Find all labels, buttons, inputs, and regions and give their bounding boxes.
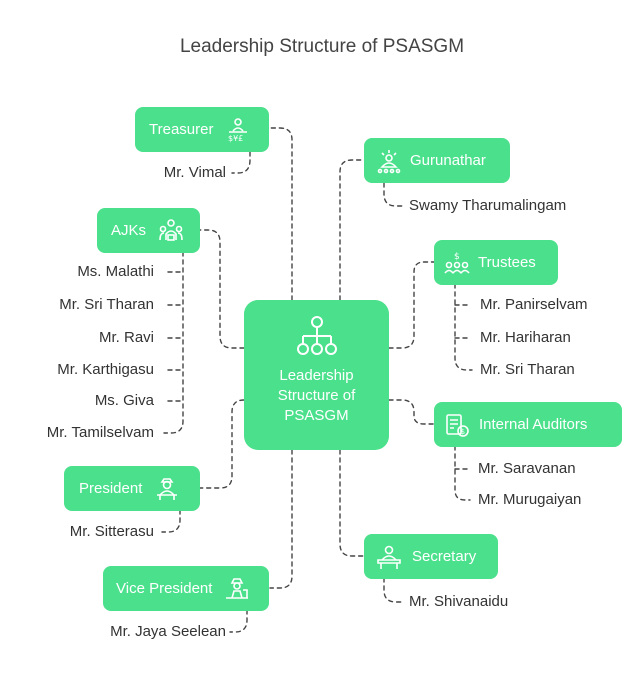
internal-auditors-member-2: Mr. Murugaiyan (478, 491, 582, 508)
trustees-member-1: Mr. Panirselvam (480, 296, 588, 313)
vice-president-icon (226, 577, 249, 599)
vice-president-member-1: Mr. Jaya Seelean (110, 623, 226, 640)
gurunathar-member-1: Swamy Tharumalingam (409, 197, 567, 214)
trustees-member-2: Mr. Hariharan (480, 329, 571, 346)
guru-icon (377, 149, 401, 173)
secretary-label: Secretary (412, 548, 477, 565)
gurunathar-label: Gurunathar (410, 152, 486, 169)
center-node: Leadership Structure of PSASGM (244, 300, 389, 450)
vice-president-label: Vice President (116, 580, 213, 597)
internal-auditors-label: Internal Auditors (479, 416, 588, 433)
center-line-1: Leadership (279, 367, 354, 384)
ajks-member-4: Mr. Karthigasu (57, 361, 154, 378)
trustees-node: $ Trustees (434, 240, 558, 285)
vice-president-node: Vice President (103, 566, 269, 611)
diagram-title: Leadership Structure of PSASGM (179, 36, 465, 57)
trustees-icon: $ (444, 252, 470, 274)
president-node: President (64, 466, 200, 511)
treasurer-member-1: Mr. Vimal (163, 164, 226, 181)
secretary-node: Secretary (364, 534, 498, 579)
treasurer-label: Treasurer (149, 121, 214, 138)
ajks-member-6: Mr. Tamilselvam (46, 424, 154, 441)
president-member-1: Mr. Sitterasu (69, 523, 154, 540)
audit-icon: $ (446, 413, 469, 437)
internal-auditors-node: $ Internal Auditors (434, 402, 622, 447)
svg-text:$: $ (461, 428, 465, 436)
svg-text:$: $ (454, 252, 460, 262)
trustees-member-3: Mr. Sri Tharan (480, 361, 575, 378)
president-label: President (79, 480, 143, 497)
secretary-member-1: Mr. Shivanaidu (409, 593, 509, 610)
trustees-label: Trustees (478, 254, 536, 271)
ajks-node: AJKs (97, 208, 200, 253)
internal-auditors-member-1: Mr. Saravanan (478, 460, 576, 477)
ajks-label: AJKs (111, 222, 147, 239)
treasurer-icon: $¥£ (228, 117, 248, 143)
svg-text:$¥£: $¥£ (228, 134, 243, 143)
ajks-member-5: Ms. Giva (94, 392, 154, 409)
ajks-member-1: Ms. Malathi (77, 263, 154, 280)
center-line-2: Structure of (277, 387, 356, 404)
ajks-member-2: Mr. Sri Tharan (59, 296, 154, 313)
president-icon (157, 477, 178, 500)
treasurer-node: Treasurer $¥£ (135, 107, 269, 152)
ajks-member-3: Mr. Ravi (98, 329, 154, 346)
gurunathar-node: Gurunathar (364, 138, 510, 183)
center-line-3: PSASGM (284, 407, 349, 424)
org-chart-icon (296, 316, 337, 355)
group-icon (159, 218, 183, 241)
secretary-icon (377, 545, 401, 569)
